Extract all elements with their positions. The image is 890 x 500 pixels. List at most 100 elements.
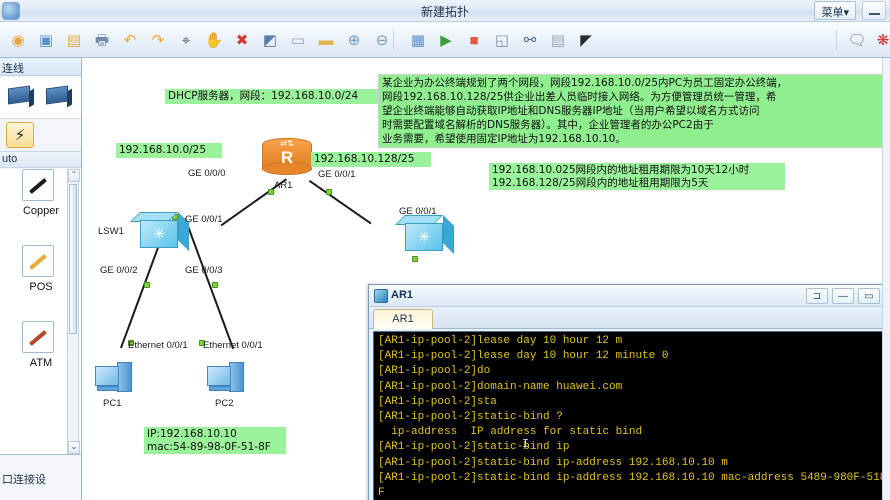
terminal-title-bar: AR1 ⊐ — ▭ X [369,285,882,307]
main-toolbar: ◉ ▣ ▤ 🖶 ↶ ↷ ⌖ ✋ ✖ ◩ ▭▬⊕⊖ ▦ ▶ ■◱⚯ ▤ ◤ 🗨 ❋ [0,22,890,58]
save-icon-glyph: ▣ [38,31,54,49]
screenshot-icon[interactable]: ◤ [574,28,598,52]
terminal-window-title: AR1 [391,289,414,301]
grid-icon[interactable]: ▦ [406,28,430,52]
port-dot-pc1-eth [128,340,134,346]
link-line-glyph [29,178,47,194]
port-label-eth0-0-1-pc2: Ethernet 0/0/1 [203,340,263,351]
save-as-icon[interactable]: ▤ [62,28,86,52]
pc-monitor [207,366,231,386]
topology-tree-icon[interactable]: ⚯ [518,28,542,52]
switch-lsw1[interactable]: ✳ [130,212,192,252]
hand-pan-icon[interactable]: ✋ [202,28,226,52]
capture-icon[interactable]: ◱ [490,28,514,52]
router-bottom [262,162,312,175]
stop-all-icon[interactable]: ■ [462,28,486,52]
pc-base [209,386,231,391]
link-type-atm[interactable]: ATM [0,321,81,387]
scroll-down-icon[interactable]: ⌄ [68,441,80,454]
port-dot-ar1-ge001 [326,189,332,195]
calendar-icon-glyph: ▤ [550,31,566,49]
note-requirement[interactable]: 某企业为办公终端规划了两个网段，网段192.168.10.0/25内PC为员工固… [378,74,882,148]
switch-arrows-icon: ✳ [152,226,166,243]
print-icon[interactable]: 🖶 [90,28,114,52]
chevron-down-icon: ▾ [843,7,849,19]
zoom-in-icon[interactable]: ⊕ [342,28,366,52]
switch-arrows-icon: ✳ [417,229,431,246]
new-topology-icon[interactable]: ◉ [6,28,30,52]
note-pc2-binding[interactable]: IP:192.168.10.10 mac:54-89-98-0F-51-8F [144,427,286,454]
delete-icon[interactable]: ✖ [230,28,254,52]
device-palette-wireless[interactable] [6,83,36,109]
save-icon[interactable]: ▣ [34,28,58,52]
huawei-logo-icon[interactable]: ❋ [871,28,890,52]
router-ar1[interactable]: ⇄⇅R [262,138,312,178]
link-pos-icon [22,245,54,277]
screenshot-icon-glyph: ◤ [580,31,592,49]
link-tool-selected[interactable]: ⚡ [6,122,34,148]
port-label-ge0-0-1-router: GE 0/0/1 [318,169,356,180]
port-dot-lsw1-ge002 [144,282,150,288]
delete-icon-glyph: ✖ [235,31,249,49]
print-icon-glyph: 🖶 [94,31,110,49]
link-ar1-right[interactable] [308,180,372,225]
device-palette-server[interactable] [44,83,74,109]
port-label-ge0-0-1-right: GE 0/0/1 [399,206,437,217]
pc-base [97,386,119,391]
add-text-icon[interactable]: ▬ [314,28,338,52]
redo-icon-glyph: ↷ [151,31,165,49]
pc-pc2[interactable] [207,362,253,402]
terminal-console[interactable]: [AR1-ip-pool-2]lease day 10 hour 12 m [A… [373,331,882,500]
tab-ar1[interactable]: AR1 [373,309,433,329]
link-type-label: Copper [22,205,60,217]
link-copper-icon [22,169,54,201]
redo-icon[interactable]: ↷ [146,28,170,52]
canvas-vertical-scrollbar[interactable] [882,58,890,500]
start-all-icon[interactable]: ▶ [434,28,458,52]
huawei-logo-icon-glyph: ❋ [876,31,890,49]
router-arrows-icon: ⇄⇅ [280,139,294,148]
pc-pc1[interactable] [95,362,141,402]
toolbar-separator [393,30,394,50]
delete-link-icon[interactable]: ◩ [258,28,282,52]
chat-icon[interactable]: 🗨 [845,28,869,52]
note-dhcp-server[interactable]: DHCP服务器，网段：192.168.10.0/24 [165,89,383,104]
switch-front-face [405,223,443,251]
delete-link-icon-glyph: ◩ [262,31,278,49]
palette-scrollbar[interactable]: ⌃ ⌄ [67,169,80,454]
undo-icon[interactable]: ↶ [118,28,142,52]
toolbar-separator [836,30,837,50]
add-note-icon[interactable]: ▭ [286,28,310,52]
terminal-restore-button[interactable]: ⊐ [806,288,828,304]
cli-terminal-window[interactable]: AR1 ⊐ — ▭ X AR1 [AR1-ip-pool-2]lease day… [368,284,882,500]
wireless-device-side [29,88,34,108]
note-subnet-right[interactable]: 192.168.10.128/25 [311,152,431,167]
note-subnet-left[interactable]: 192.168.10.0/25 [116,143,222,158]
calendar-icon[interactable]: ▤ [546,28,570,52]
terminal-output-text: [AR1-ip-pool-2]lease day 10 hour 12 m [A… [378,335,882,500]
select-pointer-icon[interactable]: ⌖ [174,28,198,52]
link-type-copper[interactable]: Copper [0,169,81,235]
scroll-up-icon[interactable]: ⌃ [68,169,80,182]
port-dot-lsw1-ge003 [212,282,218,288]
port-label-ge0-0-3: GE 0/0/3 [185,265,223,276]
link-type-label: ATM [29,357,53,369]
start-all-icon-glyph: ▶ [440,31,452,49]
wireless-device-icon [8,85,30,105]
note-lease-terms[interactable]: 192.168.10.025网段内的地址租用期限为10天12小时 192.168… [489,163,785,190]
hand-pan-icon-glyph: ✋ [204,31,224,49]
router-badge: R [280,148,294,167]
port-dot-pc2-eth [199,340,205,346]
pc-pc2-label: PC2 [215,398,234,409]
pc-tower [229,362,244,392]
link-type-pos[interactable]: POS [0,245,81,311]
menu-button[interactable]: 菜单▾ [814,1,856,20]
terminal-maximize-button[interactable]: ▭ [858,288,880,304]
zoom-out-icon[interactable]: ⊖ [370,28,394,52]
palette-scroll-thumb[interactable] [69,184,77,334]
switch-side-face [443,215,454,254]
switch-right-partial[interactable]: ✳ [395,215,457,255]
terminal-minimize-button[interactable]: — [832,288,854,304]
minimize-button[interactable] [862,1,886,20]
